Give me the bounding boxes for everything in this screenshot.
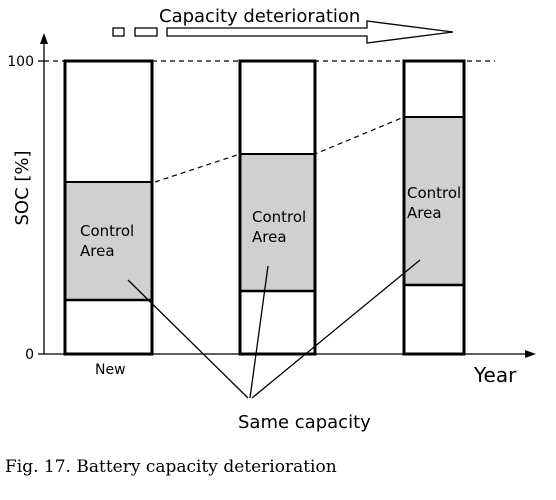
y-axis-label: SOC [%] bbox=[12, 150, 33, 225]
control-label-line1: Control bbox=[80, 222, 134, 240]
control-label-line2: Area bbox=[80, 242, 115, 260]
bar-middle-control-area bbox=[240, 154, 315, 291]
bar-new-control-label: Control Area bbox=[80, 222, 139, 260]
bar-new: Control Area New bbox=[63, 59, 154, 378]
arrow-dash-small bbox=[112, 27, 125, 37]
tick-label-100: 100 bbox=[7, 54, 34, 70]
control-area-trend-line bbox=[154, 116, 405, 183]
figure-caption: Fig. 17. Battery capacity deterioration bbox=[5, 457, 337, 477]
x-axis-label: Year bbox=[473, 363, 517, 387]
control-label-line1: Control bbox=[407, 184, 461, 202]
bar-aged-control-label: Control Area bbox=[407, 184, 466, 222]
x-axis-arrowhead bbox=[525, 350, 536, 358]
control-label-line2: Area bbox=[407, 204, 442, 222]
arrow-label: Capacity deterioration bbox=[159, 6, 360, 27]
leader-to-bar-aged bbox=[251, 259, 421, 399]
bar-aged: Control Area bbox=[402, 59, 466, 356]
tick-label-0: 0 bbox=[25, 347, 34, 363]
control-label-line2: Area bbox=[252, 228, 287, 246]
control-label-line1: Control bbox=[252, 208, 306, 226]
bar-aged-outline bbox=[402, 59, 466, 356]
y-axis-arrowhead bbox=[40, 33, 48, 44]
bar-middle-control-label: Control Area bbox=[252, 208, 311, 246]
arrow-body bbox=[166, 20, 454, 44]
bar-middle-outline bbox=[238, 59, 317, 356]
bar-new-outline bbox=[63, 59, 154, 356]
bar-new-control-area bbox=[65, 182, 152, 300]
arrow-dash-medium bbox=[134, 27, 158, 37]
capacity-deterioration-arrow: Capacity deterioration bbox=[112, 6, 454, 44]
same-capacity-leaders: Same capacity bbox=[127, 259, 421, 433]
bar-middle: Control Area bbox=[238, 59, 317, 356]
bar-new-label: New bbox=[95, 362, 126, 378]
leader-to-bar-new bbox=[127, 279, 249, 399]
leader-to-bar-middle bbox=[249, 265, 269, 399]
bar-aged-control-area bbox=[404, 117, 464, 285]
same-capacity-label: Same capacity bbox=[238, 412, 371, 433]
